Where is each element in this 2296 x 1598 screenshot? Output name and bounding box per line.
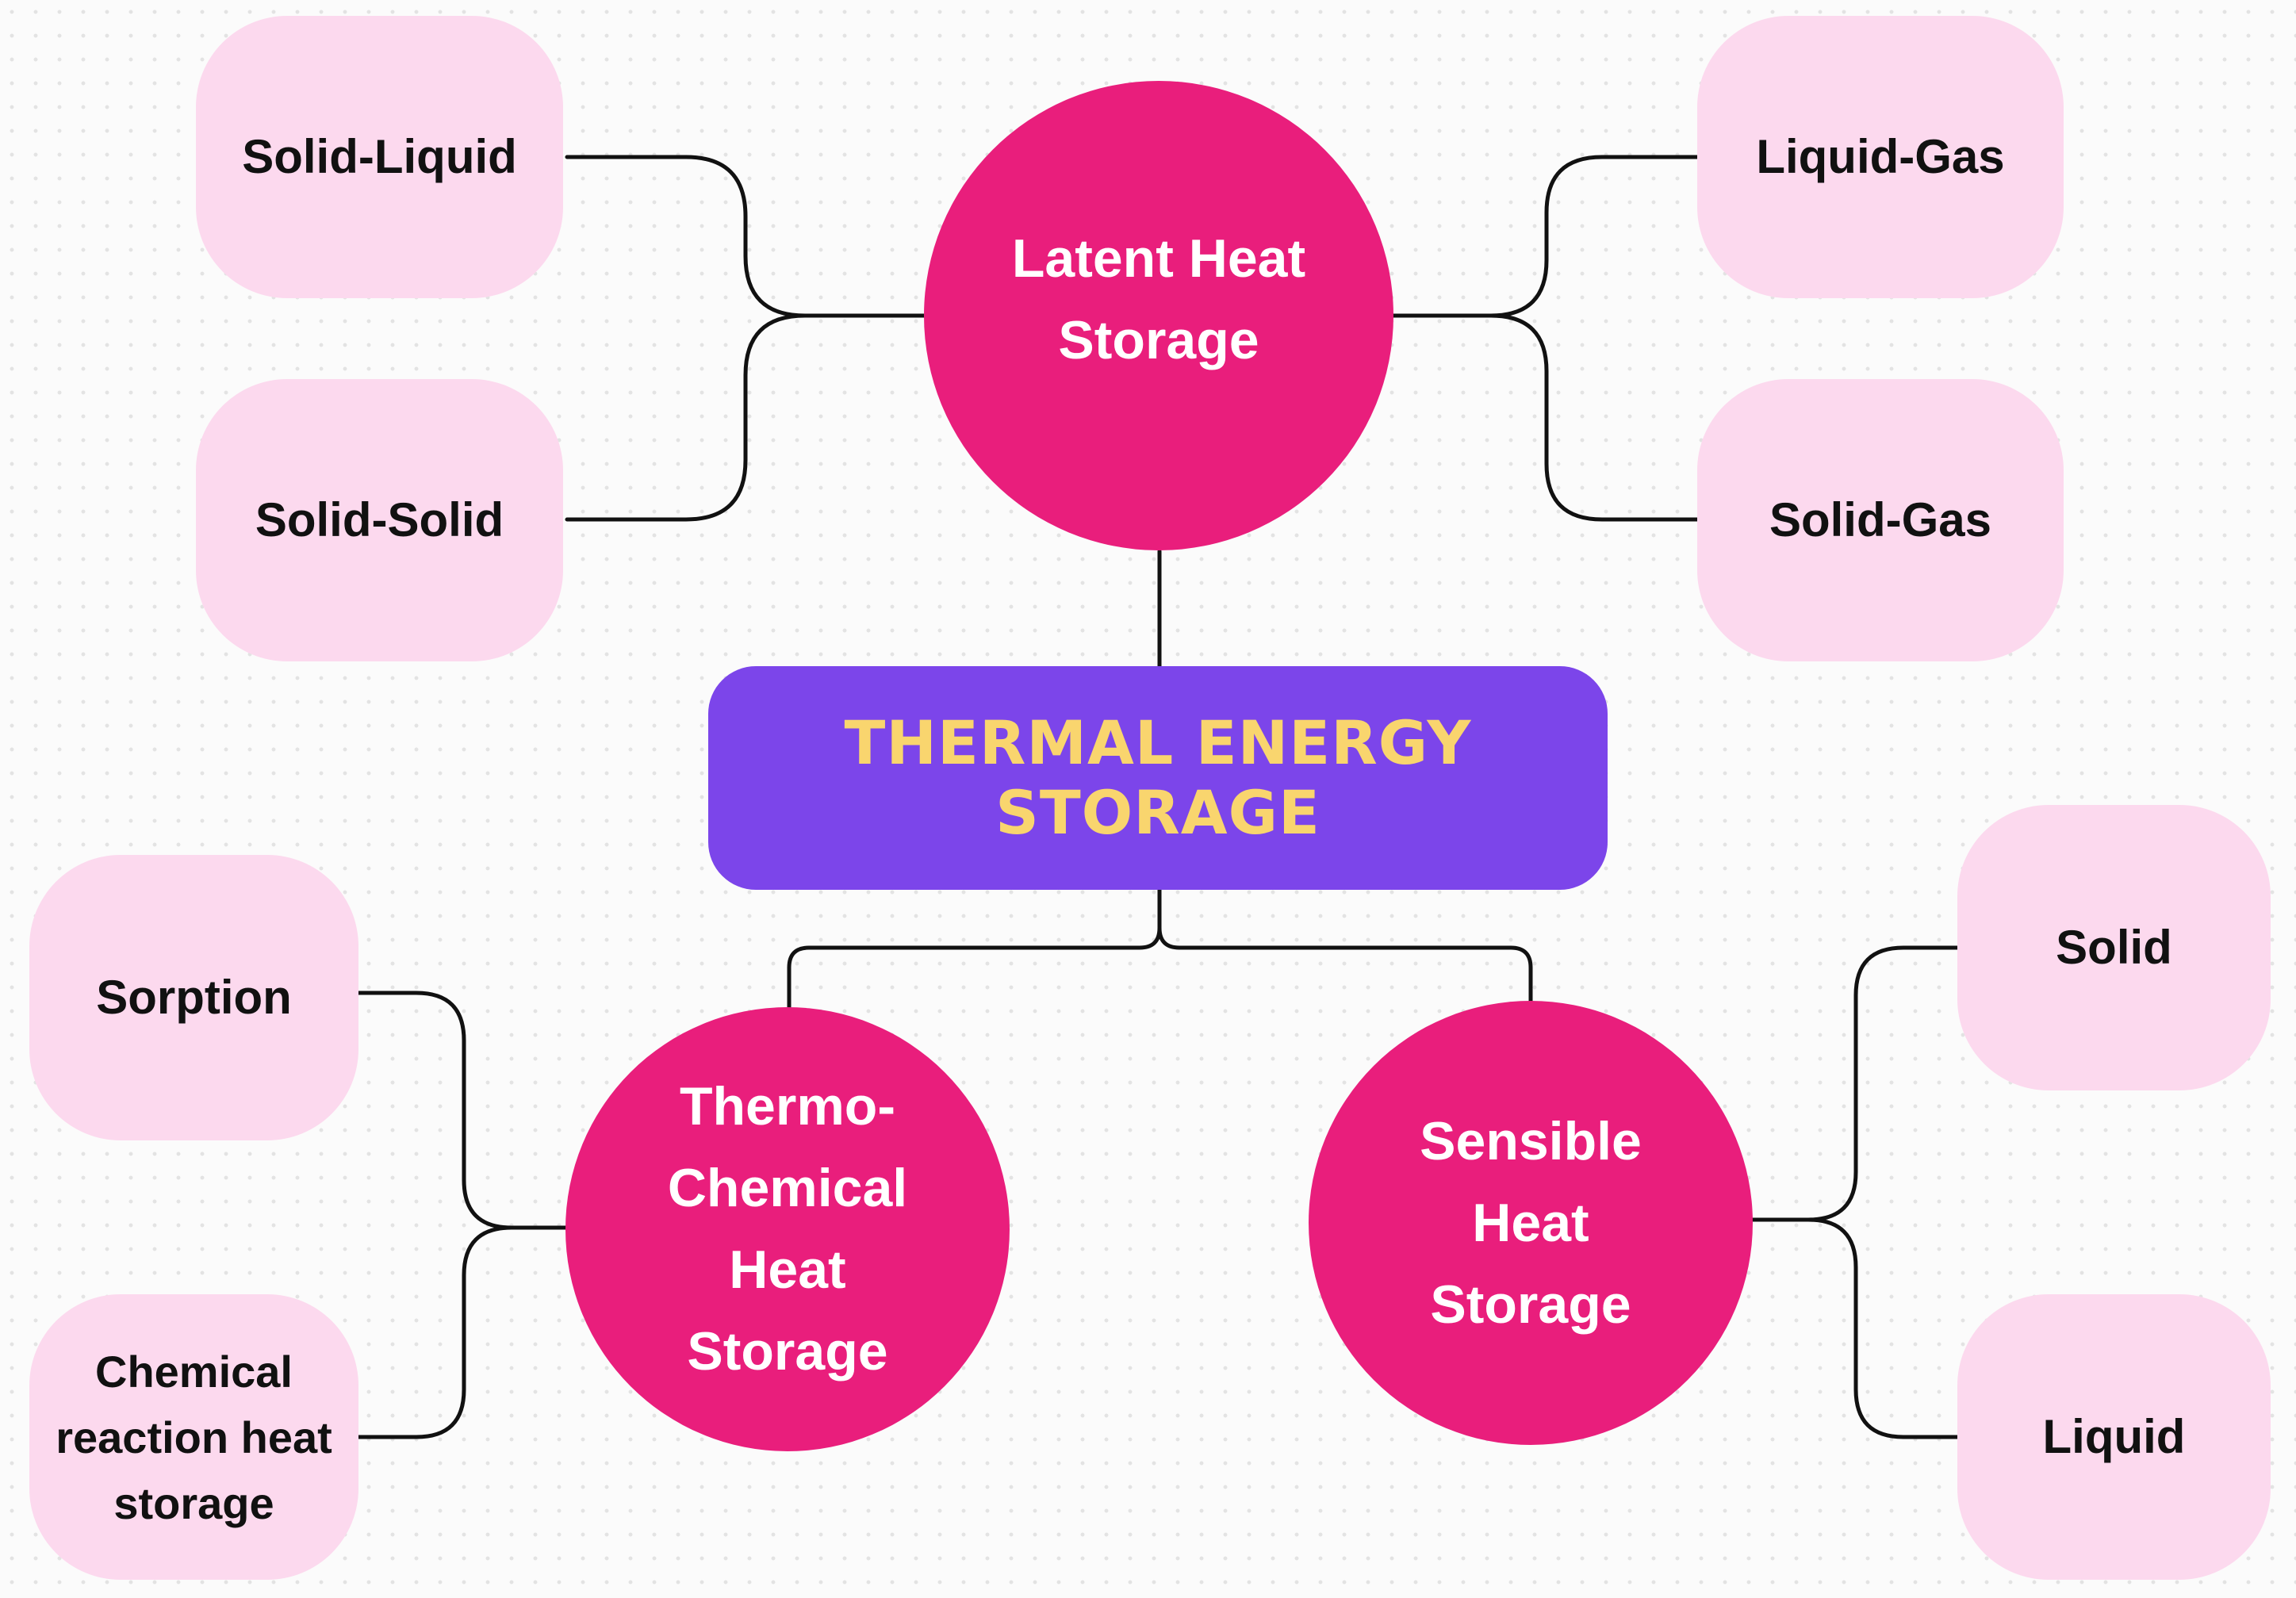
category-thermochemical-line4: Storage [687, 1321, 888, 1381]
leaf-chemical-reaction-line3: storage [113, 1477, 274, 1528]
leaf-chemical-reaction-label: Chemical reaction heat storage [56, 1339, 332, 1536]
connector-sensible-to-solid [1749, 945, 1960, 1222]
center-title: THERMAL ENERGY STORAGE [845, 708, 1472, 848]
leaf-chemical-reaction-line1: Chemical [95, 1346, 293, 1397]
leaf-chemical-reaction-heat-storage: Chemical reaction heat storage [29, 1294, 358, 1580]
connector-latent-to-liquid-gas [1389, 155, 1700, 318]
connector-center-to-thermochemical [787, 887, 1162, 1010]
connector-center-to-sensible [1157, 887, 1533, 1003]
connector-thermochemical-to-sorption [356, 991, 568, 1230]
leaf-solid-gas: Solid-Gas [1697, 379, 2064, 661]
center-thermal-energy-storage: THERMAL ENERGY STORAGE [708, 666, 1608, 890]
category-sensible-label: Sensible Heat Storage [1420, 1101, 1642, 1346]
connector-latent-to-solid-liquid [565, 155, 926, 318]
center-title-line2: STORAGE [995, 777, 1320, 848]
leaf-solid-label: Solid [2056, 921, 2172, 974]
category-latent-line2: Storage [1058, 310, 1259, 370]
leaf-sorption: Sorption [29, 855, 358, 1140]
category-thermochemical-label: Thermo- Chemical Heat Storage [668, 1066, 907, 1393]
category-latent-label: Latent Heat Storage [1012, 218, 1305, 381]
leaf-solid: Solid [1957, 805, 2271, 1090]
category-thermochemical-heat-storage: Thermo- Chemical Heat Storage [565, 1007, 1010, 1451]
connector-latent-to-solid-solid [565, 313, 926, 522]
connector-thermochemical-to-chemical-reaction [356, 1225, 568, 1439]
leaf-solid-liquid: Solid-Liquid [196, 16, 563, 298]
category-latent-line1: Latent Heat [1011, 228, 1306, 289]
category-thermochemical-line3: Heat [729, 1240, 846, 1300]
leaf-liquid: Liquid [1957, 1294, 2271, 1580]
leaf-liquid-gas: Liquid-Gas [1697, 16, 2064, 298]
leaf-chemical-reaction-line2: reaction heat [56, 1412, 332, 1462]
category-thermochemical-line2: Chemical [667, 1158, 908, 1218]
category-sensible-heat-storage: Sensible Heat Storage [1309, 1001, 1753, 1445]
category-sensible-line2: Heat [1472, 1192, 1589, 1253]
leaf-solid-liquid-label: Solid-Liquid [242, 130, 517, 183]
category-sensible-line3: Storage [1430, 1274, 1631, 1335]
category-latent-heat-storage: Latent Heat Storage [924, 81, 1393, 550]
leaf-liquid-label: Liquid [2042, 1410, 2186, 1463]
leaf-solid-solid: Solid-Solid [196, 379, 563, 661]
leaf-solid-gas-label: Solid-Gas [1769, 493, 1992, 546]
connector-latent-to-solid-gas [1389, 313, 1700, 522]
category-thermochemical-line1: Thermo- [679, 1076, 895, 1136]
leaf-sorption-label: Sorption [96, 971, 292, 1024]
category-sensible-line1: Sensible [1420, 1110, 1642, 1171]
leaf-liquid-gas-label: Liquid-Gas [1756, 130, 2005, 183]
connector-sensible-to-liquid [1749, 1217, 1960, 1439]
leaf-solid-solid-label: Solid-Solid [255, 493, 504, 546]
center-title-line1: THERMAL ENERGY [844, 707, 1472, 778]
